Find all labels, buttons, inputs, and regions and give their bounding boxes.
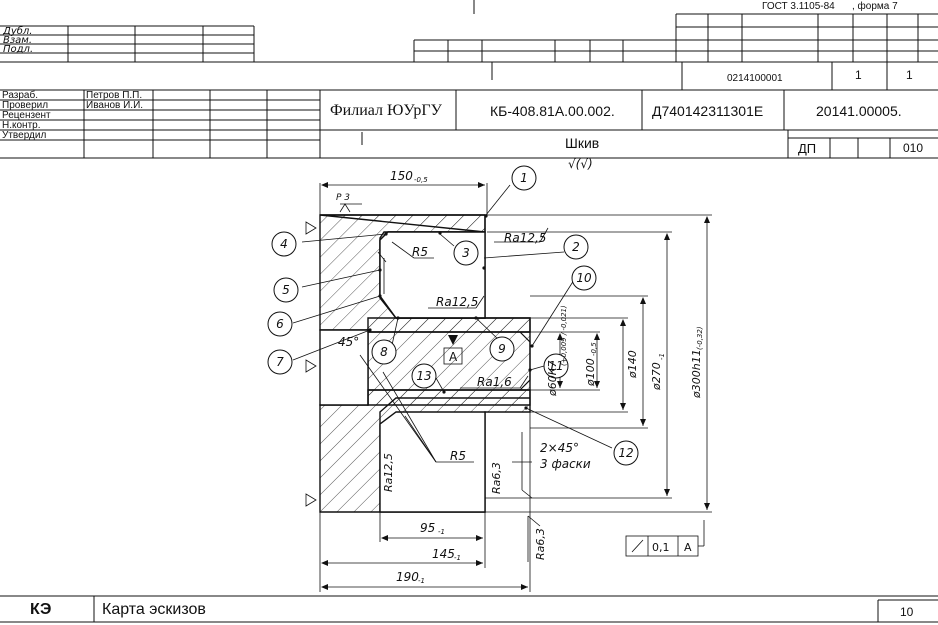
dim-95: 95 xyxy=(420,521,435,535)
callout-label-12: 12 xyxy=(618,446,633,460)
callout-8 xyxy=(371,339,397,365)
datum-label: А xyxy=(449,350,458,364)
callout-label-10: 10 xyxy=(576,271,592,285)
callout-label-6: 6 xyxy=(276,317,284,331)
callout-6 xyxy=(267,311,293,337)
sig-role-3: Рецензент xyxy=(2,110,51,121)
dim-145-tol: -1 xyxy=(454,554,461,562)
doc-number: КБ-408.81А.00.002. xyxy=(490,103,615,119)
callout-label-8: 8 xyxy=(380,345,388,359)
dim-p3: Р 3 xyxy=(336,193,350,203)
callout-3 xyxy=(453,240,479,266)
callout-label-2: 2 xyxy=(572,240,580,254)
chamfer: 2×45° xyxy=(540,441,579,455)
dim-r5-bottom: R5 xyxy=(450,449,466,463)
callout-2 xyxy=(563,234,589,260)
organization: Филиал ЮУрГУ xyxy=(330,102,442,119)
callout-9 xyxy=(489,336,515,362)
doc-code-2: 20141.00005. xyxy=(816,103,902,119)
dim-145: 145 xyxy=(432,547,455,561)
callout-label-5: 5 xyxy=(282,283,290,297)
callout-label-1: 1 xyxy=(520,171,528,185)
podl-label: Подл. xyxy=(3,44,34,55)
phi-100-tol: -0,5 xyxy=(590,342,598,356)
phi-270-tol: -1 xyxy=(658,353,666,360)
callout-13 xyxy=(411,363,437,389)
gost-label: ГОСТ 3.1105-84 xyxy=(762,1,835,12)
phi-60-tol: (+0,009 / -0,021) xyxy=(560,305,568,366)
ra-bottom: Ra6,3 xyxy=(534,528,547,560)
roughness-general: √(√) xyxy=(568,157,593,171)
form-label: , форма 7 xyxy=(852,1,898,12)
part-name: Шкив xyxy=(565,135,600,151)
sig-name-1: Петров П.П. xyxy=(86,90,143,101)
ra-side-right: Ra6,3 xyxy=(490,462,503,494)
callout-10 xyxy=(571,265,597,291)
runout-value: 0,1 xyxy=(652,541,670,554)
callout-label-7: 7 xyxy=(276,355,284,369)
footer-title: Карта эскизов xyxy=(102,601,206,618)
phi-270: ø270 xyxy=(650,362,663,391)
callout-12 xyxy=(613,440,639,466)
sheet-number: 1 xyxy=(855,68,862,82)
dim-150: 150 xyxy=(390,169,413,183)
dim-95-tol: -1 xyxy=(438,528,445,536)
footer-page: 10 xyxy=(900,605,914,619)
callout-label-4: 4 xyxy=(280,237,288,251)
dim-r5-top: R5 xyxy=(412,245,428,259)
sig-role-4: Н.контр. xyxy=(2,120,41,131)
phi-300-tol: (-0,32) xyxy=(696,326,704,350)
callout-label-3: 3 xyxy=(462,246,470,260)
callout-label-9: 9 xyxy=(498,342,506,356)
sig-role-2: Проверил xyxy=(2,100,49,111)
chamfer-note: 3 фаски xyxy=(540,457,591,471)
dim-190-tol: -1 xyxy=(418,577,425,585)
sig-role-1: Разраб. xyxy=(2,90,39,101)
phi-60: ø60К7 xyxy=(546,360,559,397)
dim-190: 190 xyxy=(396,570,419,584)
ra-bore: Ra1,6 xyxy=(477,375,512,389)
phi-300: ø300h11 xyxy=(690,349,703,399)
callout-11 xyxy=(543,353,569,379)
op-number: 010 xyxy=(903,141,924,155)
sig-role-5: Утвердил xyxy=(2,130,47,141)
callout-7 xyxy=(267,349,293,375)
sheets-count: 1 xyxy=(906,68,913,82)
dubl-label: Дубл. xyxy=(3,26,33,37)
callout-label-13: 13 xyxy=(416,369,431,383)
callout-4 xyxy=(271,231,297,257)
doc-code: 0214100001 xyxy=(727,73,783,84)
zam-label: Взам. xyxy=(3,35,33,46)
callout-1 xyxy=(511,165,537,191)
callout-5 xyxy=(273,277,299,303)
part-code: Д740142311301Е xyxy=(652,103,764,119)
phi-100: ø100 xyxy=(584,358,597,387)
dp-label: ДП xyxy=(798,141,817,156)
dim-150-tol: -0,5 xyxy=(414,176,428,184)
footer-code: КЭ xyxy=(30,601,52,618)
ra-side: Ra12,5 xyxy=(382,453,395,492)
phi-140: ø140 xyxy=(626,350,639,379)
angle-45: 45° xyxy=(338,335,359,349)
sig-name-2: Иванов И.И. xyxy=(86,100,144,111)
ra-mid: Ra12,5 xyxy=(436,295,478,309)
runout-datum: А xyxy=(684,541,692,554)
callout-label-11: 11 xyxy=(548,359,563,373)
ra-top: Ra12,5 xyxy=(504,231,546,245)
